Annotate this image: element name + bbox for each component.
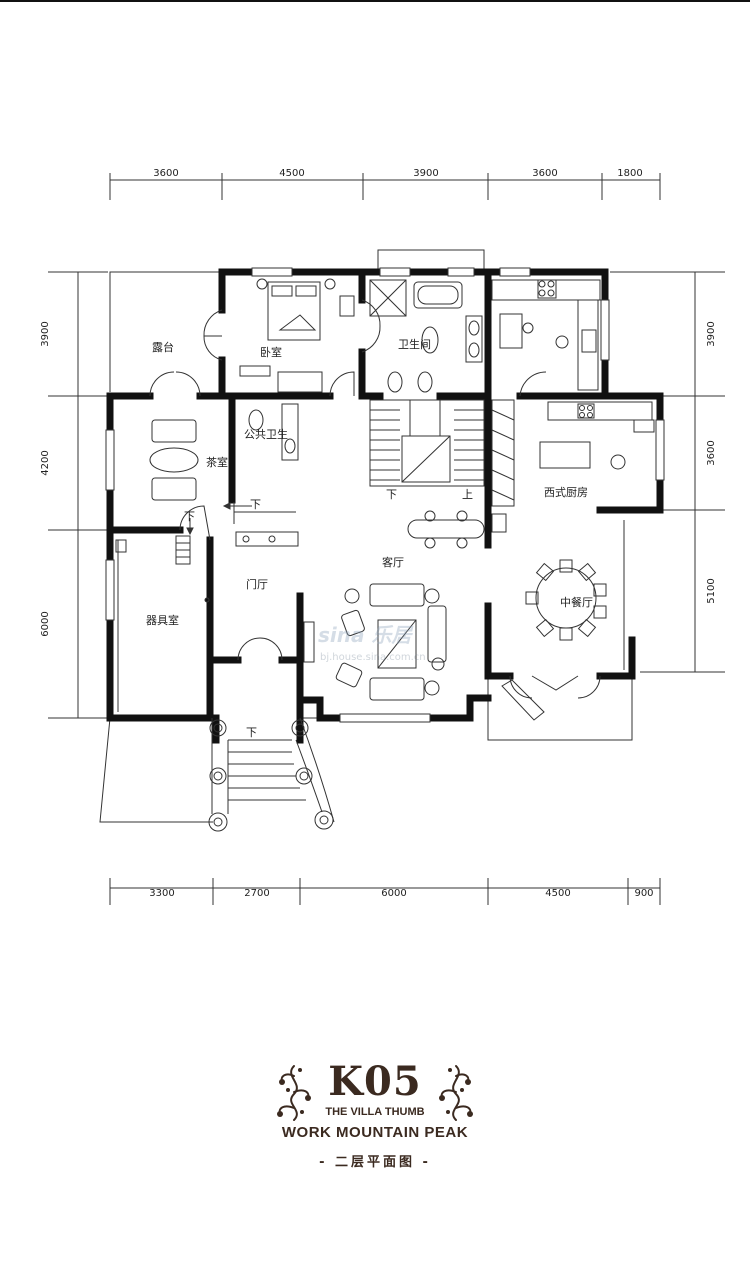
dim-right-2: 3600 (706, 440, 717, 465)
dim-left-2: 4200 (40, 450, 51, 475)
dim-left-3: 6000 (40, 611, 51, 636)
dim-top-5: 1800 (617, 168, 642, 179)
dim-top-4: 3600 (532, 168, 557, 179)
label-stair-down-hall: 下 (250, 498, 261, 511)
label-public-wc: 公共卫生 (244, 427, 288, 441)
watermark-url: bj.house.sina.com.cn (320, 652, 426, 663)
room-labels: 露台 卧室 卫生间 茶室 公共卫生 西式厨房 客厅 门厅 器具室 中餐厅 下 上… (146, 337, 593, 739)
brand-line-2: WORK MOUNTAIN PEAK (281, 1124, 469, 1141)
floor-caption: - 二层平面图 - (319, 1155, 431, 1170)
watermark: sina 乐居 bj.house.sina.com.cn (318, 623, 426, 663)
windows (105, 267, 665, 723)
dimension-labels: 3600 4500 3900 3600 1800 3300 2700 6000 … (40, 168, 717, 899)
dimension-lines (48, 173, 725, 905)
dim-right-1: 3900 (706, 321, 717, 346)
bar-counter (407, 519, 485, 539)
dim-top-3: 3900 (413, 168, 438, 179)
kitchen-counter (547, 401, 653, 421)
stair-side (491, 399, 515, 533)
entrance-stairs (208, 717, 335, 832)
tea-room-set (149, 419, 199, 501)
brand-block: K05 THE VILLA THUMB WORK MOUNTAIN PEAK -… (0, 1058, 750, 1171)
label-bathroom: 卫生间 (398, 337, 431, 351)
dim-bottom-1: 3300 (149, 888, 174, 899)
dim-right-3: 5100 (706, 578, 717, 603)
label-tea-room: 茶室 (206, 455, 228, 469)
living-sofas (303, 583, 447, 701)
dim-bottom-5: 900 (634, 888, 653, 899)
label-stair-down-tea: 下 (184, 510, 195, 523)
kitchen-island (539, 441, 591, 469)
wardrobe (277, 371, 323, 393)
brand-code: K05 (328, 1058, 422, 1105)
label-living-room: 客厅 (382, 555, 404, 569)
dim-top-2: 4500 (279, 168, 304, 179)
label-storage: 器具室 (146, 613, 179, 627)
counter-ne (491, 279, 601, 301)
label-stair-down-main: 下 (386, 488, 397, 501)
furniture (115, 278, 655, 721)
label-stair-down-entry: 下 (246, 726, 257, 739)
label-western-kitchen: 西式厨房 (544, 486, 588, 499)
ornament-left-icon (277, 1065, 311, 1121)
ornament-right-icon (439, 1065, 473, 1121)
dim-top-1: 3600 (153, 168, 178, 179)
stair-arrows (186, 502, 252, 536)
doors (149, 299, 601, 699)
dim-left-1: 3900 (40, 321, 51, 346)
bathtub (413, 281, 463, 309)
dim-bottom-2: 2700 (244, 888, 269, 899)
label-stair-up-main: 上 (462, 488, 473, 501)
stair-main (369, 399, 485, 487)
label-bedroom: 卧室 (260, 345, 282, 359)
label-terrace: 露台 (152, 340, 174, 354)
label-dining: 中餐厅 (560, 595, 593, 609)
watermark-logo: sina 乐居 (318, 623, 414, 647)
brand-line-1: THE VILLA THUMB (325, 1106, 425, 1118)
bed (267, 281, 321, 341)
shower (369, 279, 407, 317)
dim-bottom-4: 4500 (545, 888, 570, 899)
top-border-line (0, 0, 750, 2)
dining-table (525, 559, 607, 641)
dim-bottom-3: 6000 (381, 888, 406, 899)
label-foyer: 门厅 (246, 577, 268, 591)
